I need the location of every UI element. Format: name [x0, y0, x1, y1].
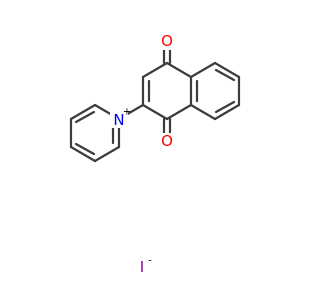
bond-c5p-c6p: [93, 145, 121, 163]
iodide-label: I: [140, 258, 144, 276]
bond-c4p-c5p-inner: [74, 142, 96, 156]
chemical-structure-diagram: O O N + I -: [69, 32, 241, 276]
bond-c2p-c3p: [69, 103, 97, 121]
bond-c1-c2: [141, 61, 169, 79]
bond-c8a-c1: [165, 61, 193, 79]
iodide-charge-label: -: [148, 256, 152, 267]
bond-c4-c4a: [165, 103, 193, 121]
bond-c6-c5-inner: [214, 100, 236, 114]
bond-c5-c4a: [189, 103, 217, 121]
oxygen-bottom-label: O: [161, 132, 173, 150]
oxygen-top-label: O: [161, 32, 173, 50]
bond-c8-c7-inner: [214, 68, 236, 82]
bond-c8-c7: [213, 61, 241, 79]
nitrogen-charge-label: +: [123, 107, 131, 118]
bond-c4p-c5p: [69, 145, 97, 163]
bond-c6-c5: [213, 103, 241, 121]
bond-c3-c4: [141, 103, 169, 121]
atom-labels: O O N + I -: [110, 32, 175, 276]
bond-c8a-c8: [189, 61, 217, 79]
bond-lines: [69, 43, 241, 163]
nitrogen-label: N: [113, 111, 124, 129]
bond-c2p-c3p-inner: [74, 110, 96, 124]
